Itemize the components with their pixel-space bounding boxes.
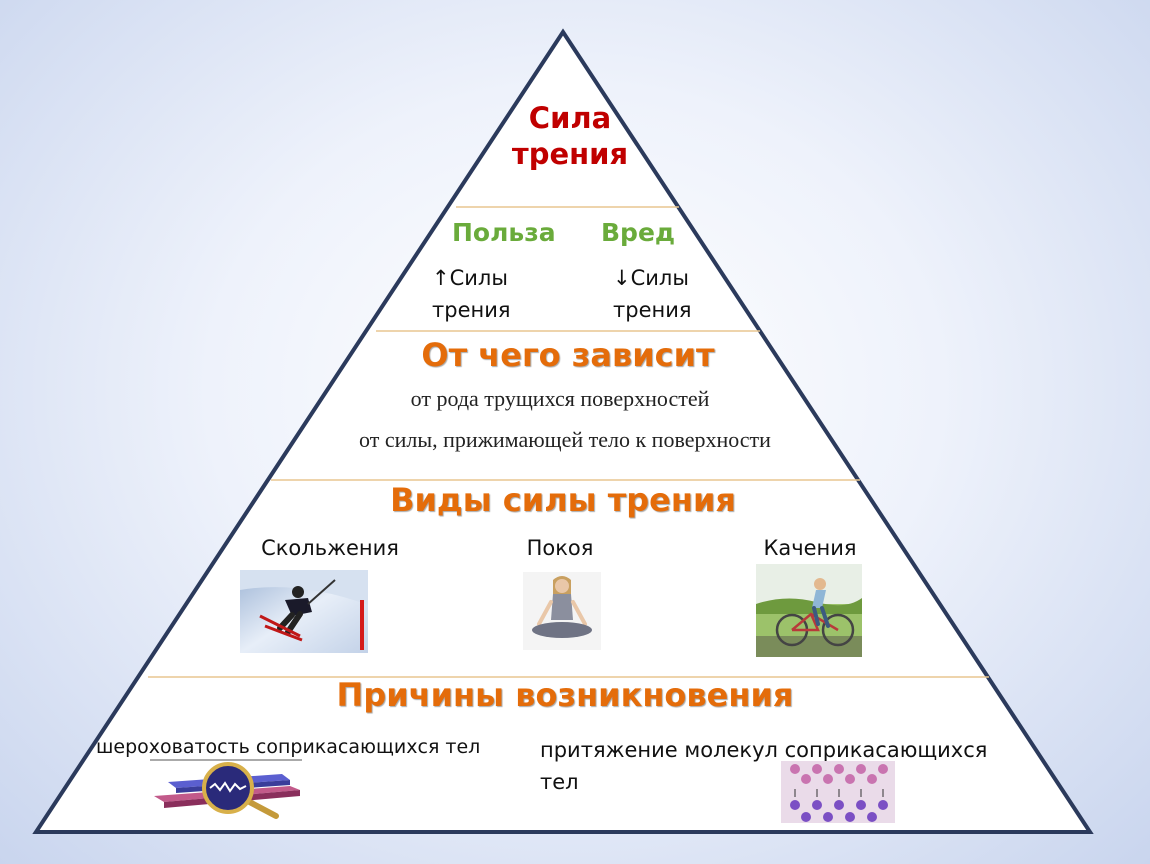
cyclist-image <box>756 564 862 657</box>
cause-attraction: притяжение молекул соприкасающихся тел <box>540 734 987 798</box>
types-heading: Виды силы трения <box>390 481 736 519</box>
arrow-up-icon: ↑ <box>432 266 450 290</box>
rough-surface-magnifier-image <box>150 758 305 820</box>
meditation-image <box>523 572 601 650</box>
harm-label: Вред <box>601 218 676 247</box>
harm-text1: Силы <box>630 266 689 290</box>
type-rest-label: Покоя <box>526 536 594 560</box>
benefit-description: ↑Силы трения <box>432 262 511 326</box>
type-rolling-label: Качения <box>763 536 857 560</box>
cause-attraction-line1: притяжение молекул соприкасающихся <box>540 738 988 762</box>
cause-attraction-line2: тел <box>540 770 579 794</box>
depends-item-1: от рода трущихся поверхностей <box>410 386 710 411</box>
apex-line2: трения <box>511 137 629 171</box>
harm-text2: трения <box>613 298 692 322</box>
benefit-label: Польза <box>452 218 556 247</box>
molecules-image <box>781 761 895 823</box>
harm-description: ↓Силы трения <box>613 262 692 326</box>
depends-item-2: от силы, прижимающей тело к поверхности <box>359 427 771 452</box>
apex-title: Сила трения <box>470 100 670 172</box>
benefit-text2: трения <box>432 298 511 322</box>
apex-line1: Сила <box>528 101 612 135</box>
type-sliding-label: Скольжения <box>261 536 399 560</box>
cause-roughness: шероховатость соприкасающихся тел <box>96 736 481 758</box>
skier-image <box>240 570 368 653</box>
depends-heading: От чего зависит <box>421 336 715 374</box>
benefit-text1: Силы <box>449 266 508 290</box>
causes-heading: Причины возникновения <box>336 676 794 714</box>
arrow-down-icon: ↓ <box>613 266 631 290</box>
